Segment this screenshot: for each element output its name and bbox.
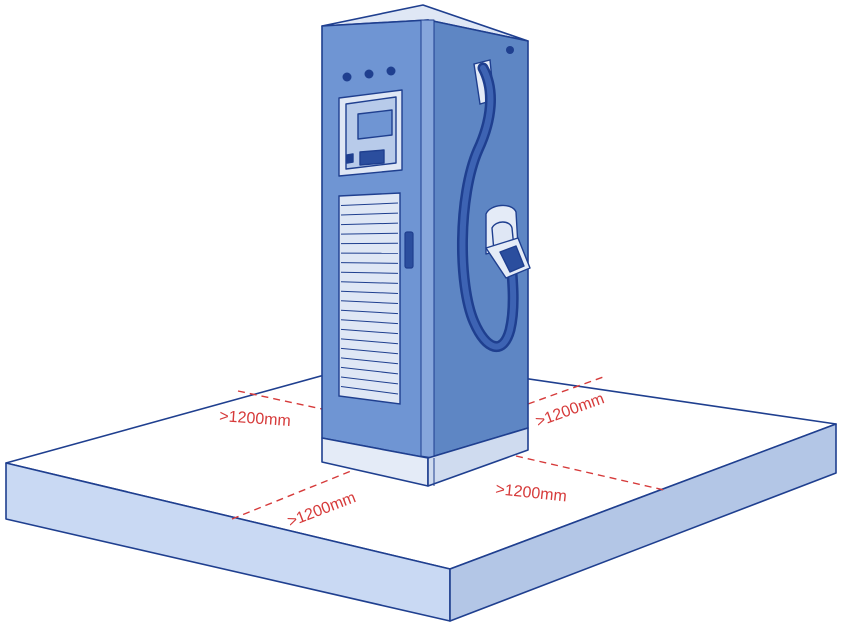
gun-grip xyxy=(499,245,525,273)
indicator-light-1 xyxy=(342,72,352,82)
slab-side-face xyxy=(449,423,837,622)
vent-slat xyxy=(340,300,399,305)
status-button[interactable] xyxy=(346,153,354,164)
vent-slat xyxy=(340,212,399,216)
clearance-line-front xyxy=(231,468,357,520)
vent-slats xyxy=(340,202,399,395)
vent-slat xyxy=(340,281,399,284)
vent-grille xyxy=(338,192,401,405)
vent-slat xyxy=(340,262,399,264)
card-reader[interactable] xyxy=(359,149,385,166)
charging-cable-icon xyxy=(457,62,519,352)
display-screen[interactable] xyxy=(357,109,393,140)
vent-slat xyxy=(340,309,399,315)
clearance-line-left xyxy=(237,390,323,410)
vent-slat xyxy=(340,222,399,226)
vent-slat xyxy=(340,290,399,294)
vent-slat xyxy=(340,376,399,385)
vent-slat xyxy=(340,338,399,345)
plinth-side xyxy=(427,427,529,487)
cabinet-corner-pillar xyxy=(420,19,435,459)
indicator-light-3 xyxy=(386,66,396,76)
clearance-line-right xyxy=(527,375,607,405)
vent-slat xyxy=(340,328,399,335)
door-handle[interactable] xyxy=(404,231,414,269)
vent-slat xyxy=(340,232,399,235)
clearance-line-back xyxy=(515,455,665,491)
indicator-lights xyxy=(342,66,396,82)
vent-slat xyxy=(340,347,399,355)
clearance-label-left: >1200mm xyxy=(219,408,292,430)
clearance-lines xyxy=(231,375,665,520)
indicator-light-2 xyxy=(364,69,374,79)
vent-slat xyxy=(340,271,399,274)
charging-gun-icon[interactable] xyxy=(485,204,531,279)
vent-grille-frame xyxy=(338,192,401,405)
vent-slat xyxy=(340,202,399,207)
vent-slat xyxy=(340,319,399,325)
side-indicator-light xyxy=(506,46,514,54)
vent-slat xyxy=(340,366,399,375)
vent-slat xyxy=(340,357,399,365)
vent-slat xyxy=(340,385,399,395)
screen-panel xyxy=(338,89,403,177)
